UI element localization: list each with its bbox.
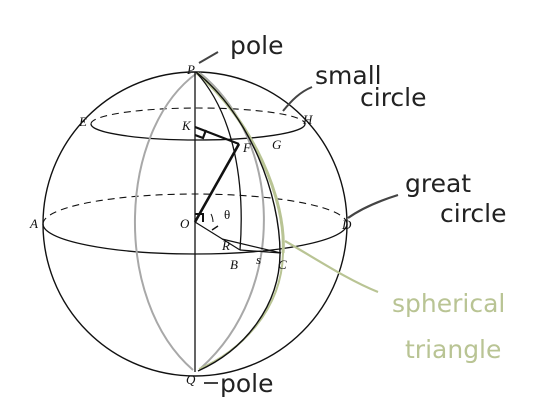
annotation-spherical-triangle-1: spherical [392, 289, 505, 318]
label-theta: θ [224, 207, 230, 222]
label-c: C [278, 257, 287, 272]
label-r: R [221, 238, 230, 253]
label-p: P [186, 62, 195, 77]
gray-meridian-right [199, 72, 265, 369]
annotation-small-circle-2: circle [360, 83, 427, 112]
label-k: K [181, 118, 192, 133]
line-bc [239, 249, 282, 254]
line-kf [194, 125, 240, 146]
annotation-pole-bottom: pole [220, 369, 274, 398]
label-f: F [242, 140, 252, 155]
annotation-pole-top: pole [230, 31, 284, 60]
label-e: E [78, 114, 87, 129]
meridian-through-b [195, 71, 242, 251]
annotation-spherical-triangle-2: triangle [405, 335, 501, 364]
angle-tick [211, 225, 219, 231]
great-circle-leader [347, 193, 399, 219]
annotation-small-circle-1: small [315, 61, 382, 90]
annotation-great-circle-2: circle [440, 199, 507, 228]
gray-meridian-left [134, 72, 198, 371]
label-b: B [230, 257, 238, 272]
spherical-triangle-leader [284, 240, 379, 294]
label-g: G [272, 137, 282, 152]
label-q: Q [186, 372, 196, 387]
label-a: A [29, 216, 38, 231]
theta-arc [210, 213, 214, 223]
right-angle-marker-k [194, 129, 208, 140]
label-o: O [180, 216, 190, 231]
annotation-great-circle-1: great [405, 169, 471, 198]
pole-top-leader [198, 51, 219, 64]
spherical-triangle-arc [196, 71, 285, 254]
radius-of [193, 143, 241, 223]
small-circle-leader [282, 86, 313, 112]
small-circle-back [90, 107, 306, 125]
small-circle-front [90, 123, 306, 141]
right-angle-marker-o [195, 213, 204, 222]
spherical-triangle-arc-lower [198, 252, 284, 370]
radius-ob [194, 221, 241, 251]
chord-to-c [221, 238, 282, 254]
label-d: D [341, 217, 352, 232]
label-s: s [256, 252, 261, 267]
label-h: H [302, 112, 313, 127]
